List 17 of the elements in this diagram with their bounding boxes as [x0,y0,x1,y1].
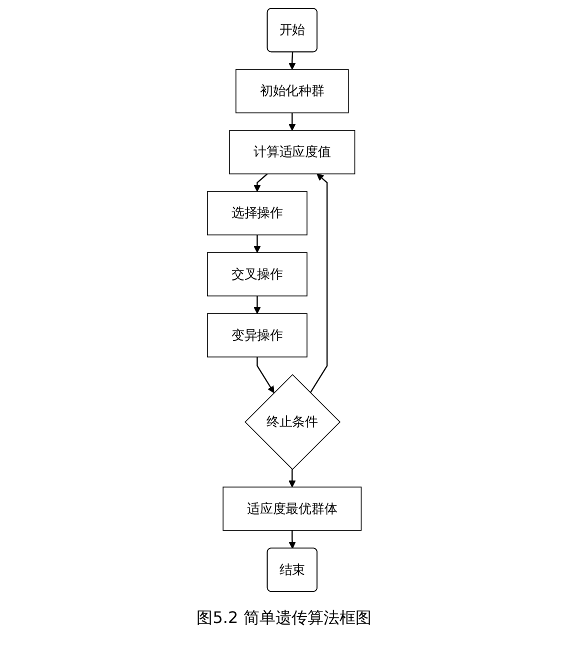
node-box: 初始化种群 [235,69,348,114]
node-box: 交叉操作 [206,252,308,296]
arrow [288,52,296,70]
node-box: 计算适应度值 [228,130,355,174]
arrow [288,530,296,549]
arrow [253,173,268,192]
node-box: 适应度最优群体 [222,486,362,531]
node-box: 选择操作 [206,191,308,236]
arrow [253,234,260,253]
arrow [253,296,260,314]
node-diamond: 终止条件 [244,374,340,470]
arrow [288,469,296,488]
arrow [288,112,296,131]
arrow [256,357,274,394]
arrow [309,174,328,394]
figure-caption: 图5.2 简单遗传算法框图 [196,608,372,629]
node-box: 变异操作 [206,313,308,358]
